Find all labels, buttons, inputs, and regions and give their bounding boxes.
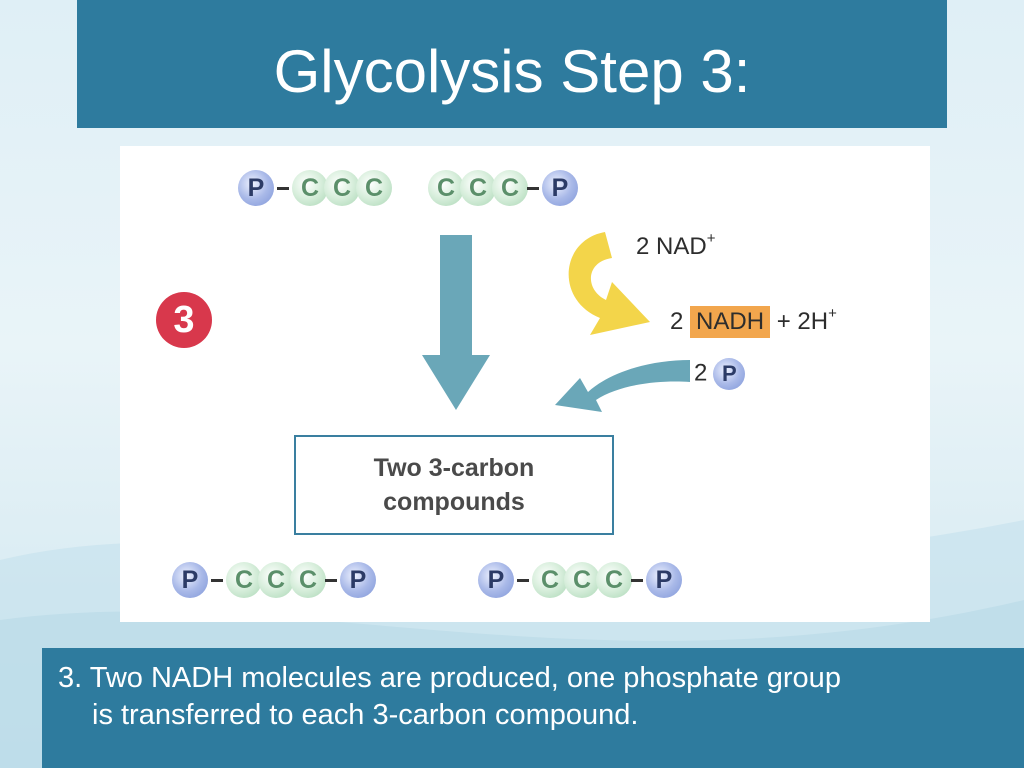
bottom-molecule-right: P C C C P — [478, 562, 682, 598]
bond — [631, 578, 643, 582]
carbon-atom: C — [356, 170, 392, 206]
hydrogen-charge: + — [828, 305, 837, 322]
caption-line-2: is transferred to each 3-carbon compound… — [92, 699, 639, 731]
carbon-atom: C — [428, 170, 464, 206]
nad-charge: + — [706, 230, 716, 247]
nadh-box: NADH — [690, 306, 771, 338]
nad-coefficient: 2 — [636, 233, 650, 260]
carbon-atom: C — [258, 562, 294, 598]
carbon-atom: C — [292, 170, 328, 206]
title-bar: Glycolysis Step 3: — [77, 0, 947, 128]
phosphate-atom: P — [172, 562, 208, 598]
carbon-atom: C — [492, 170, 528, 206]
slide-title: Glycolysis Step 3: — [273, 37, 751, 105]
phosphate-atom: P — [478, 562, 514, 598]
carbon-atom: C — [564, 562, 600, 598]
phosphate-atom: P — [238, 170, 274, 206]
carbon-atom: C — [596, 562, 632, 598]
nadh-label: 2 NADH + 2H+ — [670, 305, 837, 338]
bond — [277, 186, 289, 190]
phosphate-atom: P — [646, 562, 682, 598]
bond — [527, 186, 539, 190]
result-line-1: Two 3-carbon — [373, 454, 535, 482]
carbon-atom: C — [290, 562, 326, 598]
hydrogen-text: + 2H — [776, 308, 829, 335]
bond — [517, 578, 529, 582]
bond — [211, 578, 223, 582]
glycolysis-figure — [120, 146, 930, 622]
caption-box: 3. Two NADH molecules are produced, one … — [42, 648, 1024, 768]
phosphate-atom: P — [340, 562, 376, 598]
caption-line-1: 3. Two NADH molecules are produced, one … — [58, 662, 841, 694]
phosphate-atom: P — [542, 170, 578, 206]
carbon-atom: C — [324, 170, 360, 206]
phosphate-coefficient: 2 — [694, 359, 708, 387]
nadh-coefficient: 2 — [670, 308, 684, 335]
top-molecules: P C C C C C C P — [238, 170, 578, 206]
carbon-atom: C — [460, 170, 496, 206]
result-box: Two 3-carbon compounds — [294, 435, 614, 535]
nad-label: 2 NAD+ — [636, 230, 716, 261]
carbon-atom: C — [226, 562, 262, 598]
bond — [325, 578, 337, 582]
bottom-molecule-left: P C C C P — [172, 562, 376, 598]
phosphate-atom: P — [713, 358, 746, 390]
result-line-2: compounds — [383, 488, 525, 516]
step-number-badge: 3 — [156, 292, 212, 348]
nad-text: NAD — [656, 233, 707, 260]
carbon-atom: C — [532, 562, 568, 598]
